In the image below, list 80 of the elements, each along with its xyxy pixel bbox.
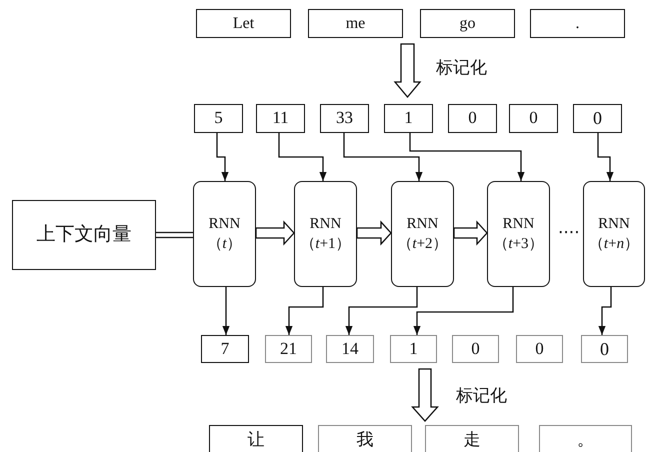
ellipsis: ···· <box>558 223 580 243</box>
token-box <box>516 335 563 363</box>
token-text: 5 <box>214 107 223 130</box>
token-box <box>384 104 433 133</box>
token-text: me <box>346 14 366 34</box>
token-text: go <box>460 14 476 34</box>
arrow <box>597 133 614 181</box>
token-box <box>201 335 249 363</box>
token-box <box>509 104 558 133</box>
token-box <box>194 104 243 133</box>
token-text: Let <box>232 14 254 34</box>
token-box <box>196 9 291 38</box>
token-text: 0 <box>535 338 544 360</box>
time-step-label: （t+1） <box>300 235 351 254</box>
token-text: 0 <box>468 107 477 130</box>
token-text: . <box>576 14 580 34</box>
token-box <box>448 104 497 133</box>
arrow <box>278 133 327 181</box>
time-step-label: （t） <box>207 235 242 254</box>
hollow-arrow <box>356 220 392 246</box>
token-text: 21 <box>280 338 297 360</box>
token-text: 0 <box>600 338 609 361</box>
arrow <box>285 287 324 335</box>
token-box <box>425 425 519 452</box>
cell-name: RNN <box>310 214 342 234</box>
token-box <box>390 335 437 363</box>
token-box <box>326 335 374 363</box>
arrow <box>343 133 423 181</box>
token-text: 33 <box>336 107 353 130</box>
hollow-arrow <box>394 43 422 98</box>
arrow <box>409 133 525 181</box>
edge-label: 标记化 <box>456 385 507 407</box>
token-text: 0 <box>529 107 538 130</box>
token-text: 走 <box>464 428 480 451</box>
cell-name: RNN <box>598 214 630 234</box>
hollow-arrow <box>255 220 295 246</box>
arrow <box>413 287 514 335</box>
token-box <box>209 425 303 452</box>
token-box <box>420 9 515 38</box>
arrow <box>345 287 418 335</box>
time-step-label: （t+3） <box>493 235 544 254</box>
rnn-cell-box <box>583 181 645 287</box>
token-box <box>318 425 412 452</box>
time-step-label: （t+n） <box>588 235 640 254</box>
token-box <box>530 9 625 38</box>
rnn-cell-box <box>487 181 550 287</box>
context-vector-box <box>12 200 156 270</box>
token-text: 0 <box>593 107 602 130</box>
cell-name: RNN <box>406 214 438 234</box>
cell-name: RNN <box>208 214 240 234</box>
token-box <box>581 335 628 363</box>
token-box <box>452 335 499 363</box>
token-box <box>265 335 312 363</box>
token-box <box>256 104 305 133</box>
token-text: 14 <box>342 338 358 360</box>
token-text: 7 <box>220 338 230 360</box>
double-line <box>155 232 194 238</box>
token-text: 。 <box>577 428 594 451</box>
token-text: 我 <box>356 428 374 451</box>
cell-name: RNN <box>502 214 534 234</box>
rnn-cell-box <box>294 181 357 287</box>
arrow <box>216 133 229 181</box>
token-text: 上下文向量 <box>36 223 132 248</box>
token-text: 11 <box>272 107 289 130</box>
token-box <box>539 425 632 452</box>
token-text: 1 <box>404 107 413 130</box>
token-box <box>308 9 403 38</box>
arrow <box>222 287 230 335</box>
token-text: 0 <box>471 338 480 360</box>
rnn-cell-box <box>391 181 454 287</box>
arrow <box>598 287 612 335</box>
token-box <box>573 104 622 133</box>
token-box <box>320 104 369 133</box>
token-text: 1 <box>409 338 418 360</box>
token-text: 让 <box>248 428 264 451</box>
hollow-arrow <box>411 368 439 422</box>
rnn-cell-box <box>193 181 256 287</box>
time-step-label: （t+2） <box>397 235 448 254</box>
hollow-arrow <box>453 220 488 246</box>
edge-label: 标记化 <box>436 57 487 79</box>
